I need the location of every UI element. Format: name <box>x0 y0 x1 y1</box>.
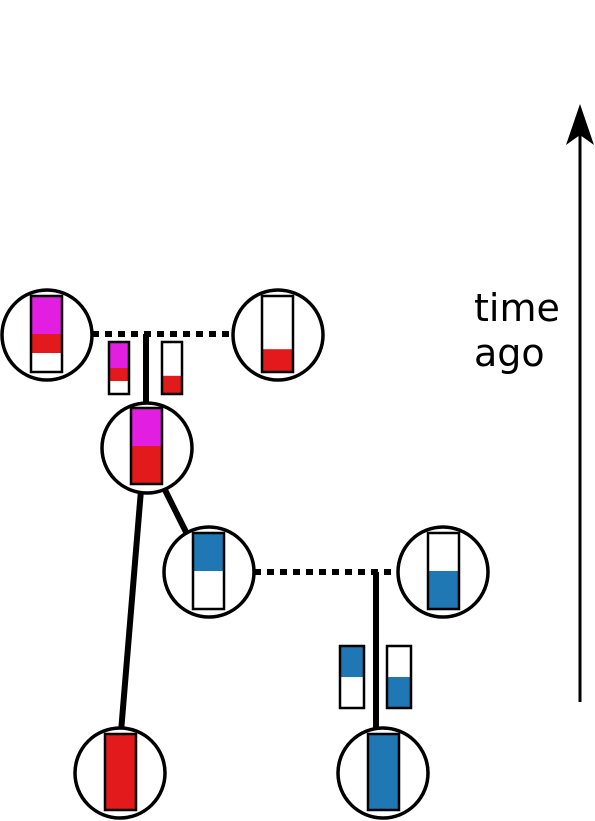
bottom-red-node-bar <box>103 732 138 812</box>
composition-bars <box>29 294 461 812</box>
right-contribution-bottom-bar <box>385 644 413 710</box>
top-left-ancestor-segment-white <box>31 353 62 372</box>
time-label-line1: time <box>474 286 560 330</box>
right-blue-node-segment-white <box>428 533 459 571</box>
right-contribution-bottom-segment-blue <box>387 677 411 708</box>
middle-blue-node-segment-blue <box>193 533 224 571</box>
left-contribution-top-segment-white <box>109 381 129 394</box>
right-contribution-bottom-segment-white <box>387 646 411 677</box>
edge-bottom-red-lineage <box>118 489 144 733</box>
middle-blue-node-segment-white <box>193 571 224 609</box>
top-right-ancestor-segment-red <box>262 349 293 372</box>
left-contribution-bottom-outline <box>338 644 366 710</box>
bottom-blue-node-outline <box>366 732 401 812</box>
middle-blue-node-outline <box>191 531 226 611</box>
top-left-ancestor-segment-magenta <box>31 296 62 334</box>
left-contribution-top-segment-red <box>109 368 129 381</box>
top-left-ancestor-bar <box>29 294 64 374</box>
admixed-red-node-bar <box>129 406 164 486</box>
admixed-red-node-segment-magenta <box>131 408 162 446</box>
top-left-ancestor-outline <box>29 294 64 374</box>
right-blue-node-segment-blue <box>428 571 459 609</box>
top-right-ancestor-outline <box>260 294 295 374</box>
left-contribution-bottom-segment-white <box>340 677 364 708</box>
right-blue-node-outline <box>426 531 461 611</box>
edge-blue-to-admixed <box>162 488 190 536</box>
bottom-blue-node-bar <box>366 732 401 812</box>
left-contribution-top-outline <box>107 340 131 396</box>
bottom-red-node-segment-red <box>105 734 136 810</box>
left-contribution-bottom-segment-blue <box>340 646 364 677</box>
bottom-red-node-outline <box>103 732 138 812</box>
right-contribution-top-outline <box>160 340 184 396</box>
time-label-line2: ago <box>474 331 545 375</box>
top-right-ancestor-segment-white <box>262 296 293 350</box>
left-contribution-top-segment-magenta <box>109 342 129 368</box>
admixed-red-node-segment-red <box>131 446 162 484</box>
right-contribution-top-bar <box>160 340 184 396</box>
admixed-red-node-outline <box>129 406 164 486</box>
left-contribution-bottom-bar <box>338 644 366 710</box>
top-right-ancestor-bar <box>260 294 295 374</box>
right-contribution-top-segment-red <box>162 375 182 394</box>
right-contribution-top-segment-white <box>162 342 182 376</box>
left-contribution-top-bar <box>107 340 131 396</box>
time-arrow-head <box>566 104 594 145</box>
middle-blue-node-bar <box>191 531 226 611</box>
bottom-blue-node-segment-blue <box>368 734 399 810</box>
top-left-ancestor-segment-red <box>31 334 62 353</box>
time-axis-label: time ago <box>474 286 560 376</box>
right-blue-node-bar <box>426 531 461 611</box>
right-contribution-bottom-outline <box>385 644 413 710</box>
